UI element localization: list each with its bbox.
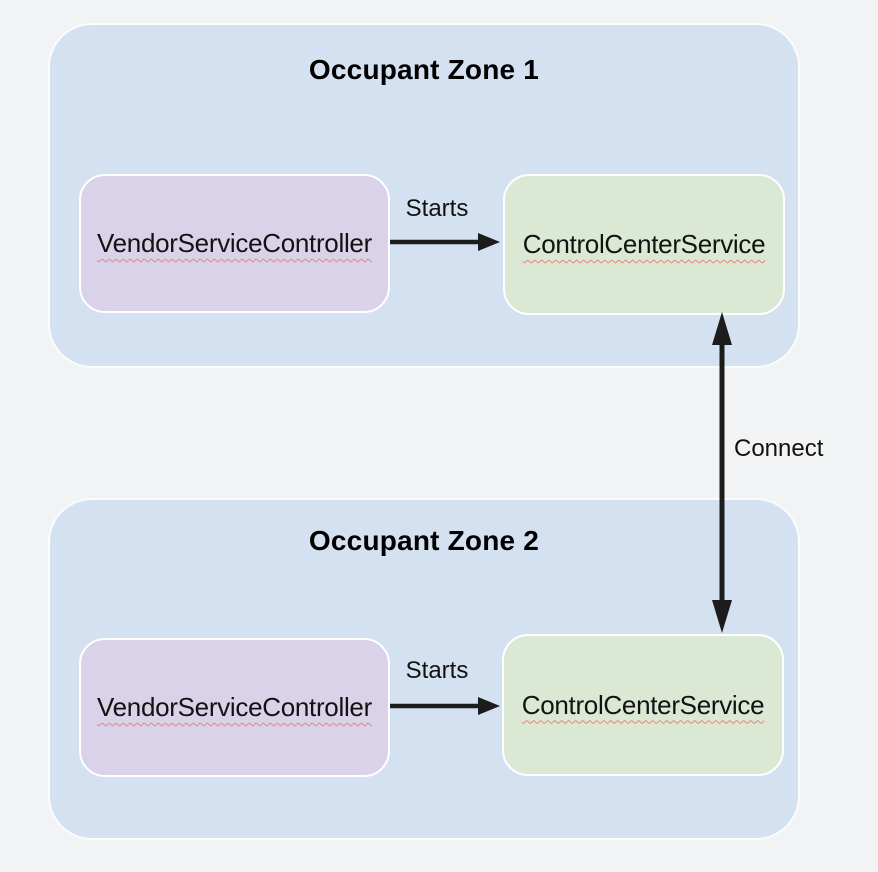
zone-2-title: Occupant Zone 2 bbox=[308, 525, 540, 556]
vendor-service-controller-node-zone1: VendorServiceController bbox=[79, 174, 390, 313]
starts-arrow-label-zone1: Starts bbox=[405, 195, 469, 222]
vendor-service-controller-node-zone2: VendorServiceController bbox=[79, 638, 390, 777]
control-center-service-label: ControlCenterService bbox=[522, 229, 766, 259]
control-center-service-node-zone1: ControlCenterService bbox=[503, 174, 785, 315]
connect-arrow-label: Connect bbox=[734, 435, 824, 462]
starts-arrow-label-zone2: Starts bbox=[405, 657, 469, 684]
zone-1-title: Occupant Zone 1 bbox=[308, 54, 540, 85]
occupant-zone-1: Occupant Zone 1 VendorServiceController … bbox=[48, 23, 800, 368]
occupant-zone-2: Occupant Zone 2 VendorServiceController … bbox=[48, 498, 800, 840]
vendor-service-controller-label: VendorServiceController bbox=[97, 228, 372, 258]
control-center-service-node-zone2: ControlCenterService bbox=[502, 634, 784, 776]
control-center-service-label: ControlCenterService bbox=[521, 689, 765, 720]
vendor-service-controller-label: VendorServiceController bbox=[97, 692, 372, 722]
